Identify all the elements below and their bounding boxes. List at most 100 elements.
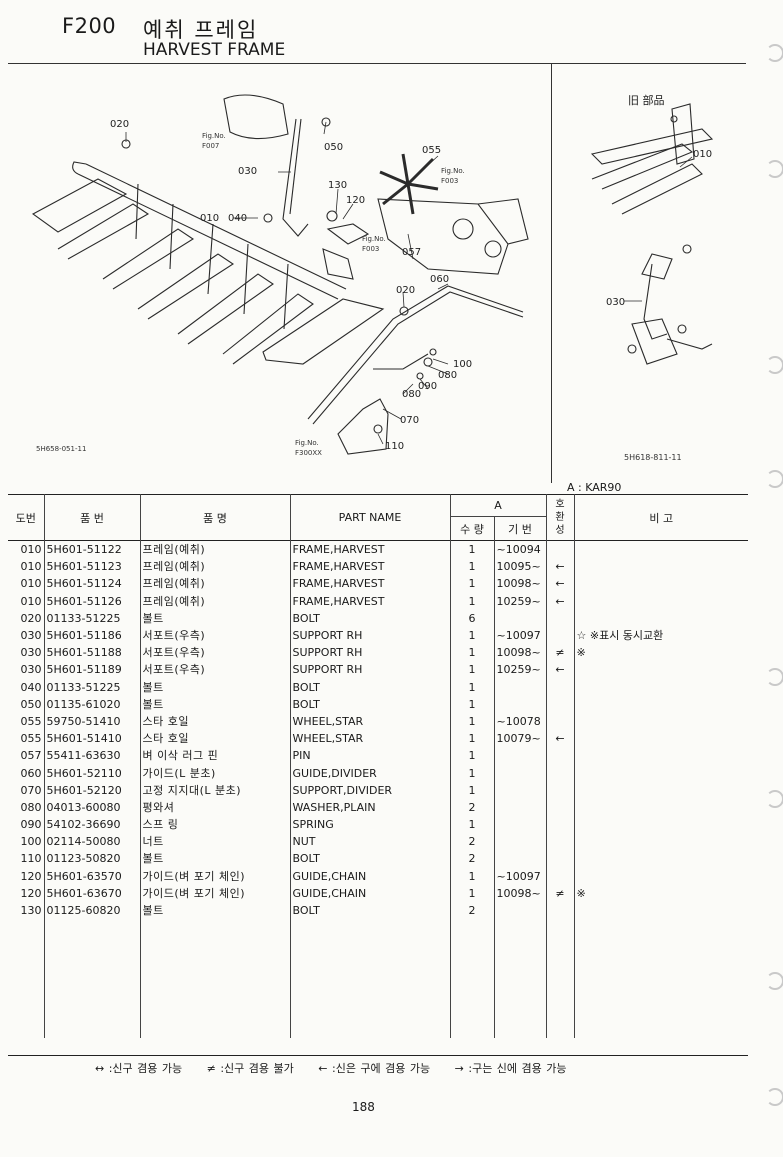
cell-name-en: BOLT — [290, 695, 451, 713]
cell-serial: 10098~ — [494, 644, 547, 662]
cell-remarks: ※ — [576, 646, 586, 660]
header-group-a: A — [450, 494, 547, 517]
callout-old-030: 030 — [606, 297, 625, 308]
cell-serial — [494, 816, 547, 834]
cell-interchange: ← — [546, 558, 575, 576]
cell-ref: 010 — [8, 592, 45, 610]
page-code: F200 — [62, 14, 117, 38]
callout-020b: 020 — [396, 285, 415, 296]
cell-name-en: BOLT — [290, 901, 451, 920]
cell-interchange: ← — [546, 661, 575, 679]
cell-qty: 2 — [450, 798, 495, 816]
cell-name-en: BOLT — [290, 609, 451, 627]
cell-qty: 1 — [450, 884, 495, 902]
callout-060: 060 — [430, 274, 449, 285]
cell-ref: 057 — [8, 747, 45, 765]
cell-part-no: 5H601-63670 — [44, 884, 141, 902]
cell-remarks — [574, 730, 748, 747]
cell-remarks: ※ — [576, 886, 586, 900]
cell-qty: 1 — [450, 592, 495, 610]
cell-remarks — [574, 816, 748, 833]
cell-name-en: WASHER,PLAIN — [290, 798, 451, 816]
cell-interchange — [546, 798, 575, 816]
legend-item-not: ≠ :신구 겸용 불가 — [206, 1062, 294, 1075]
cell-name-ko: 스프 링 — [140, 816, 291, 834]
cell-name-en: WHEEL,STAR — [290, 730, 451, 748]
cell-name-en: FRAME,HARVEST — [290, 540, 451, 559]
cell-serial — [494, 781, 547, 799]
cell-qty: 1 — [450, 540, 495, 559]
cell-qty: 1 — [450, 867, 495, 885]
cell-qty: 1 — [450, 661, 495, 679]
binder-hole — [766, 790, 783, 808]
cell-remarks — [574, 764, 748, 781]
header-part-no: 품 번 — [44, 494, 141, 541]
cell-part-no: 5H601-52120 — [44, 781, 141, 799]
cell-qty: 1 — [450, 781, 495, 799]
cell-interchange: ≠ — [546, 884, 575, 902]
cell-ref: 110 — [8, 850, 45, 868]
cell-interchange — [546, 540, 575, 559]
cell-qty: 1 — [450, 695, 495, 713]
callout-030: 030 — [238, 166, 257, 177]
cell-name-en: FRAME,HARVEST — [290, 558, 451, 576]
table-filler-cell — [290, 919, 451, 1038]
cell-interchange: ← — [546, 592, 575, 610]
cell-interchange: ≠ — [546, 644, 575, 662]
cell-name-en: GUIDE,CHAIN — [290, 884, 451, 902]
cell-ref: 055 — [8, 730, 45, 748]
cell-name-ko: 볼트 — [140, 678, 291, 696]
cell-serial: 10259~ — [494, 592, 547, 610]
cell-name-ko: 볼트 — [140, 901, 291, 920]
binder-hole — [766, 1088, 783, 1106]
cell-serial: 10098~ — [494, 575, 547, 593]
fig-ref-label-1: Fig.No. — [202, 132, 226, 140]
cell-remarks — [574, 593, 748, 610]
cell-interchange — [546, 816, 575, 834]
cell-ref: 090 — [8, 816, 45, 834]
cell-name-en: WHEEL,STAR — [290, 712, 451, 731]
cell-name-en: GUIDE,DIVIDER — [290, 764, 451, 782]
cell-name-ko: 가이드(벼 포기 체인) — [140, 884, 291, 902]
cell-serial: 10098~ — [494, 884, 547, 902]
figure-code-old: 5H618-811-11 — [624, 453, 682, 462]
cell-interchange — [546, 867, 575, 885]
cell-name-en: GUIDE,CHAIN — [290, 867, 451, 885]
cell-qty: 1 — [450, 678, 495, 696]
fig-ref-label-2: Fig.No. — [441, 167, 465, 175]
cell-name-ko: 프레임(예취) — [140, 558, 291, 576]
cell-interchange — [546, 609, 575, 627]
cell-ref: 030 — [8, 644, 45, 662]
callout-057: 057 — [402, 247, 421, 258]
interchangeability-legend: ↔ :신구 겸용 가능 ≠ :신구 겸용 불가 ← :신은 구에 겸용 가능 →… — [95, 1060, 587, 1076]
cell-part-no: 5H601-51126 — [44, 592, 141, 610]
table-filler-cell — [546, 919, 575, 1038]
callout-130: 130 — [328, 180, 347, 191]
cell-part-no: 5H601-51123 — [44, 558, 141, 576]
table-bottom-rule — [8, 1055, 748, 1056]
cell-serial: ~10094 — [494, 540, 547, 559]
legend-item-new-to-old: ← :신은 구에 겸용 가능 — [318, 1062, 431, 1075]
exploded-diagram-old-parts: 010 030 — [590, 103, 714, 365]
cell-qty: 1 — [450, 730, 495, 748]
cell-name-en: SUPPORT RH — [290, 661, 451, 679]
cell-remarks — [574, 713, 748, 730]
cell-qty: 1 — [450, 712, 495, 731]
cell-part-no: 55411-63630 — [44, 747, 141, 765]
fig-ref-value-1: F007 — [202, 142, 219, 150]
cell-ref: 120 — [8, 884, 45, 902]
cell-name-ko: 벼 이삭 러그 핀 — [140, 747, 291, 765]
table-filler-cell — [140, 919, 291, 1038]
cell-interchange — [546, 833, 575, 851]
cell-name-en: FRAME,HARVEST — [290, 592, 451, 610]
cell-remarks — [574, 661, 748, 678]
cell-ref: 070 — [8, 781, 45, 799]
